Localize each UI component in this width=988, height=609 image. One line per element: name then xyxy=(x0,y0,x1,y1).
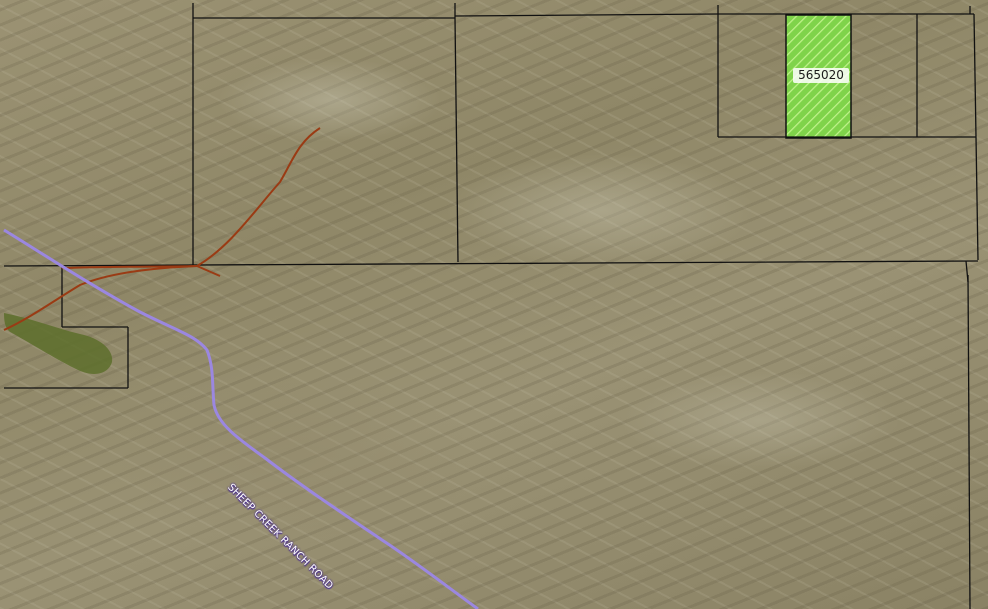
road-sheep-creek-ranch[interactable] xyxy=(3,228,479,609)
trail xyxy=(3,127,321,331)
parcel-boundaries xyxy=(3,3,979,609)
vegetation-area xyxy=(4,313,113,374)
parcel-label: 565020 xyxy=(793,68,849,83)
